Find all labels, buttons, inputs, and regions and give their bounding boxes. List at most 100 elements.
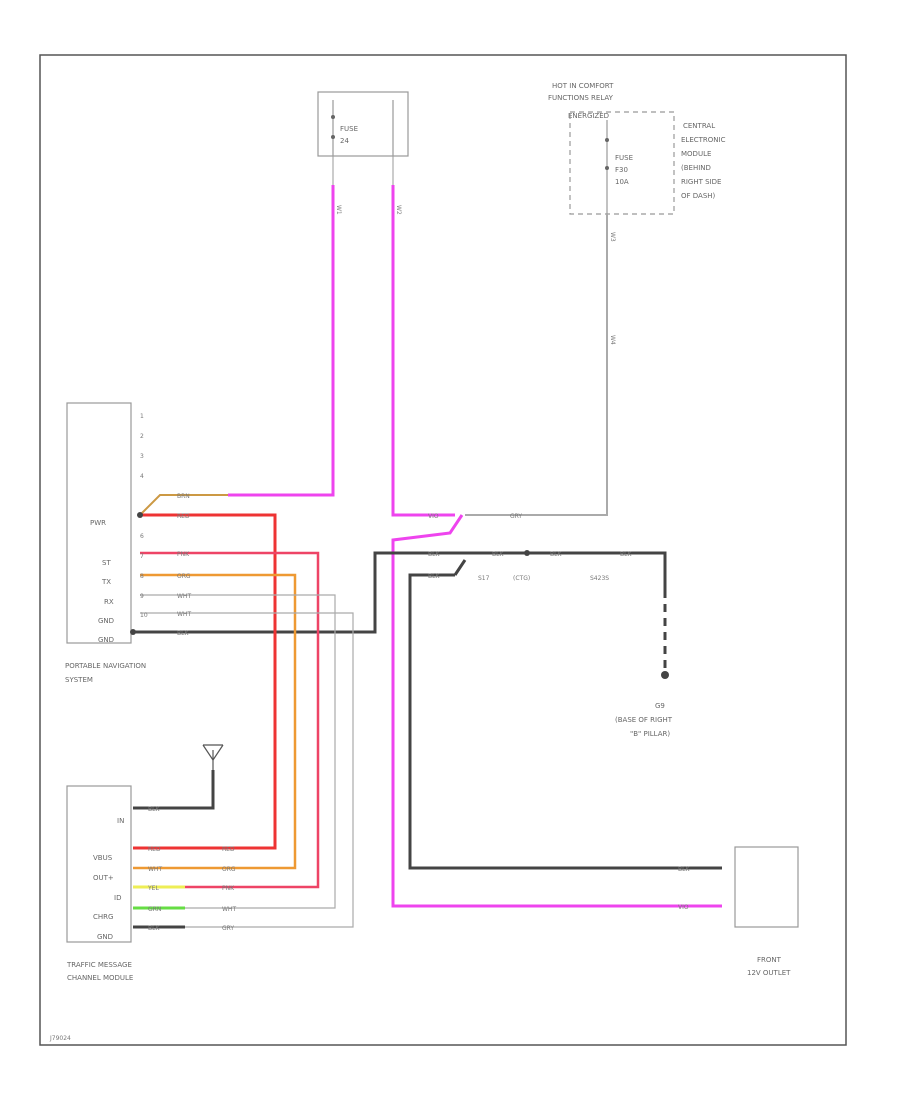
wire-black-antenna <box>133 770 215 810</box>
fuse-number: 24 <box>340 137 349 145</box>
traffic-label-1: TRAFFIC MESSAGE <box>66 961 132 969</box>
nav-pin-rx: RX <box>104 598 114 606</box>
pin-num-2: 2 <box>140 433 144 440</box>
wire-id-1: W1 <box>335 205 342 215</box>
ground-symbol <box>661 671 669 679</box>
wl-blk-1: BLK <box>428 551 440 558</box>
wire-violet-fuse-right <box>391 185 455 517</box>
wl-blk-5: BLK <box>428 573 440 580</box>
pin-num-1: 1 <box>140 413 144 420</box>
fuse-label: FUSE <box>340 125 358 133</box>
outlet-box <box>734 846 799 928</box>
traffic-pin-in: IN <box>117 817 124 825</box>
nav-label-1: PORTABLE NAVIGATION <box>65 662 146 670</box>
wire-id-2: W2 <box>395 205 402 215</box>
module-line-3: MODULE <box>681 150 711 158</box>
module-line-2: ELECTRONIC <box>681 136 726 144</box>
nav-pin-gnd1: GND <box>98 617 114 625</box>
wl-red: RED <box>177 513 190 520</box>
splice-s3: S423S <box>590 575 609 582</box>
nav-pin-st: ST <box>102 559 111 567</box>
module-line-6: OF DASH) <box>681 192 716 200</box>
splice-s1: S17 <box>478 575 490 582</box>
wire-red-pwr <box>133 513 277 850</box>
relay-fuse-rating: 10A <box>615 178 629 186</box>
pin-num-9: 9 <box>140 593 144 600</box>
central-module-box <box>569 111 675 215</box>
fuse-box-top <box>317 91 409 157</box>
module-line-5: RIGHT SIDE <box>681 178 721 186</box>
nav-pin-gnd2: GND <box>98 636 114 644</box>
diagram-frame <box>39 54 847 1046</box>
ground-label-1: (BASE OF RIGHT <box>615 716 673 724</box>
wire-violet-outlet <box>391 514 722 908</box>
nav-pin-numbers: 1 2 3 4 6 7 8 9 10 <box>140 413 148 619</box>
wl-wht-1: WHT <box>177 593 191 600</box>
ground-id: G9 <box>655 702 665 710</box>
traffic-pin-gnd: GND <box>97 933 113 941</box>
pin-num-10: 10 <box>140 612 148 619</box>
wire-black-outlet-join <box>453 559 467 576</box>
wire-id-4: W4 <box>609 335 616 345</box>
footer-code: J79024 <box>49 1035 71 1042</box>
relay-title-2: FUNCTIONS RELAY <box>548 94 614 102</box>
wire-black-splice-bus <box>468 551 667 590</box>
wl-blk-ant: BLK <box>148 806 160 813</box>
relay-fuse-label: FUSE <box>615 154 633 162</box>
wl-yel-tmc: YEL <box>147 885 159 892</box>
pin-num-3: 3 <box>140 453 144 460</box>
pin-num-4: 4 <box>140 473 144 480</box>
traffic-pin-out: OUT+ <box>93 874 114 882</box>
wire-black-nav-gnd <box>133 551 468 634</box>
traffic-pin-id: ID <box>114 894 121 902</box>
nav-box <box>66 402 132 644</box>
wire-gray-relay <box>465 215 608 516</box>
wl-blk-tmc: BLK <box>148 925 160 932</box>
wl-blk-outlet: BLK <box>678 866 690 873</box>
wire-black-outlet <box>408 573 722 870</box>
wl-gry-tmc2: GRY <box>222 925 234 932</box>
wl-grn-tmc: GRN <box>148 906 161 913</box>
wire-gray-gnd <box>133 612 354 928</box>
ground-label-2: "B" PILLAR) <box>630 730 670 738</box>
wl-brn: BRN <box>177 493 190 500</box>
nav-pin-pwr: PWR <box>90 519 106 527</box>
wl-red-tmc: RED <box>148 846 161 853</box>
wl-vio-outlet: VIO <box>678 904 689 911</box>
nav-pin-tx: TX <box>101 578 111 586</box>
nav-label-2: SYSTEM <box>65 676 93 684</box>
outlet-label-2: 12V OUTLET <box>747 969 791 977</box>
pin-num-8: 8 <box>140 573 144 580</box>
traffic-pin-chrg: CHRG <box>93 913 113 921</box>
module-line-4: (BEHIND <box>681 164 711 172</box>
wl-vio: VIO <box>428 513 439 520</box>
wire-orange-tx <box>133 573 297 870</box>
relay-fuse-number: F30 <box>615 166 628 174</box>
wl-org: ORG <box>177 573 191 580</box>
wl-wht-2: WHT <box>177 611 191 618</box>
wl-red-tmc2: RED <box>222 846 235 853</box>
splice-dot <box>524 550 530 556</box>
traffic-box <box>66 785 132 943</box>
wire-brown-t4 <box>139 494 228 516</box>
splice-s2: (CTG) <box>513 575 530 582</box>
relay-title-3: ENERGIZED <box>568 112 609 120</box>
traffic-pin-vbus: VBUS <box>93 854 113 862</box>
traffic-label-2: CHANNEL MODULE <box>67 974 133 982</box>
relay-title-1: HOT IN COMFORT <box>552 82 614 90</box>
wire-id-3: W3 <box>609 232 616 242</box>
wl-blk-3: BLK <box>550 551 562 558</box>
wire-pink-st <box>133 551 320 889</box>
wl-org-tmc2: ORG <box>222 866 236 873</box>
wl-wht-tmc: WHT <box>148 866 162 873</box>
module-line-1: CENTRAL <box>683 122 715 130</box>
wl-pnk-tmc2: PNK <box>222 885 235 892</box>
wire-gray-rx <box>133 594 336 909</box>
antenna-icon <box>202 744 224 770</box>
pin-num-6: 6 <box>140 533 144 540</box>
wl-wht-tmc2: WHT <box>222 906 236 913</box>
wl-blk-2: BLK <box>492 551 504 558</box>
wl-pnk: PNK <box>177 551 190 558</box>
wl-blk-nav: BLK <box>177 630 189 637</box>
